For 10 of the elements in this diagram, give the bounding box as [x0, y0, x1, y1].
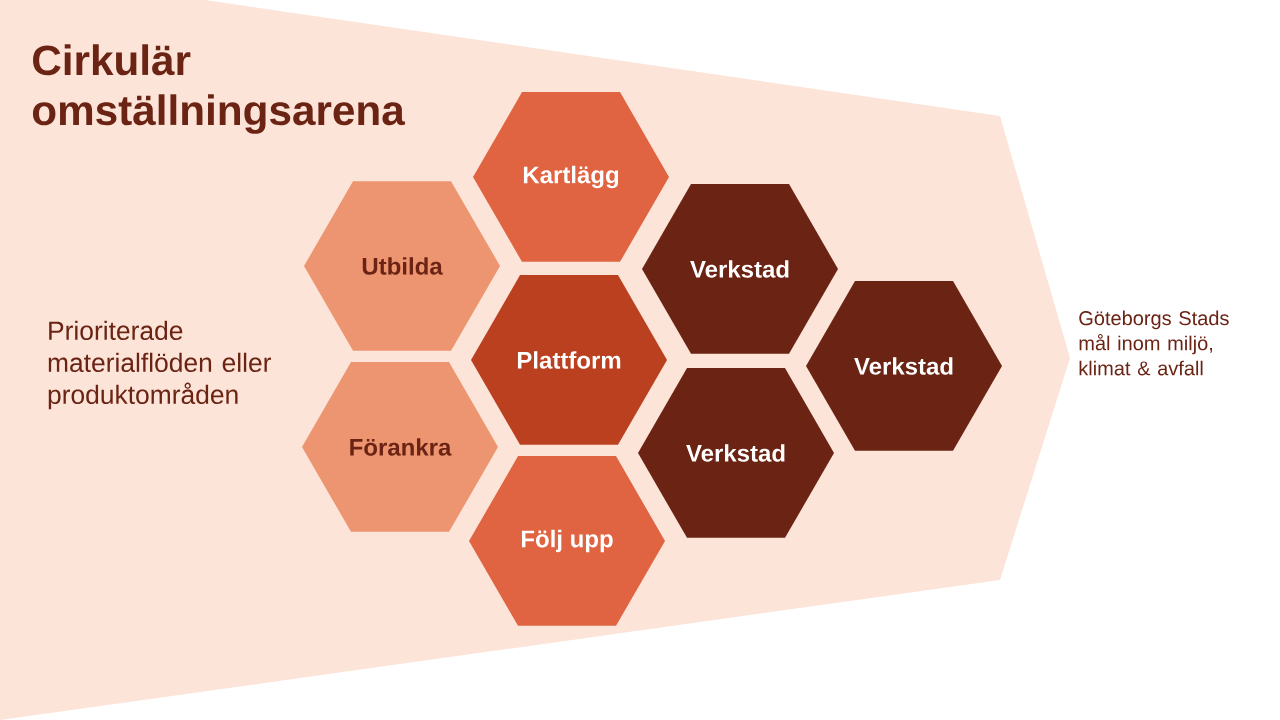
hexagon: Plattform	[471, 275, 667, 445]
hexagon: Verkstad	[638, 368, 834, 538]
hexagon: Förankra	[302, 362, 498, 532]
hexagon: Utbilda	[304, 181, 500, 351]
hexagon: Kartlägg	[473, 92, 669, 262]
title: Cirkulär omställningsarena	[32, 44, 405, 134]
hexagon: Verkstad	[806, 281, 1002, 451]
note-text: Göteborgs Stads mål inom miljö, klimat & avfall	[1079, 310, 1229, 376]
hexagon: Följ upp	[469, 456, 665, 626]
hexagon: Verkstad	[642, 184, 838, 354]
